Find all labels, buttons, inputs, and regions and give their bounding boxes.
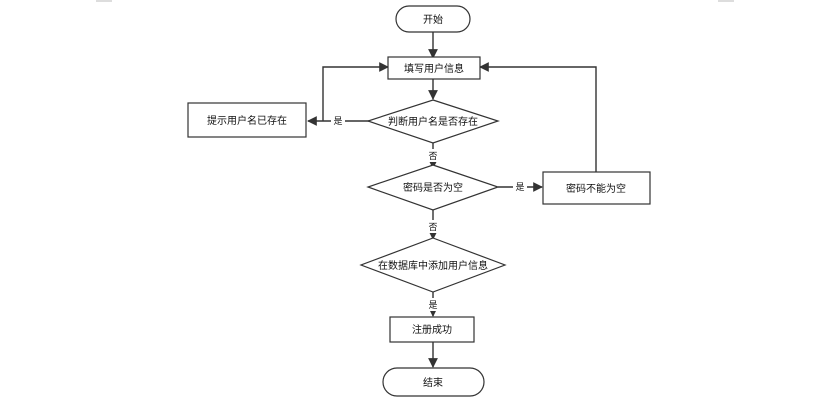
check-password-decision [366, 164, 500, 211]
end-terminal [382, 367, 485, 397]
edge-exists-back-to-fill [322, 62, 389, 121]
check-password-label: 密码是否为空 [403, 181, 463, 194]
username-exists-process [187, 102, 307, 138]
start-terminal [395, 5, 471, 33]
username-yes-label-bg [331, 114, 345, 127]
register-success-process [389, 316, 475, 343]
db-yes-label: 是 [428, 300, 437, 311]
fill-info-label: 填写用户信息 [404, 62, 464, 75]
end-label: 结束 [423, 376, 443, 389]
db-yes-label-bg [426, 298, 440, 311]
password-empty-process [542, 171, 651, 205]
username-exists-label: 提示用户名已存在 [207, 114, 287, 127]
username-yes-label: 是 [333, 116, 342, 127]
password-no-label-bg [426, 220, 440, 233]
username-no-label-bg [426, 149, 440, 162]
register-success-label: 注册成功 [412, 323, 452, 336]
password-yes-label: 是 [515, 182, 524, 193]
edge-password-empty-back-to-fill [479, 62, 597, 172]
add-to-db-label: 在数据库中添加用户信息 [378, 259, 488, 272]
username-no-label: 否 [428, 151, 437, 162]
password-yes-label-bg [513, 180, 527, 193]
start-label: 开始 [423, 13, 443, 26]
check-username-decision [366, 99, 500, 144]
check-username-label: 判断用户名是否存在 [388, 115, 478, 128]
password-empty-label: 密码不能为空 [566, 182, 626, 195]
add-to-db-decision [359, 237, 507, 293]
password-no-label: 否 [428, 222, 437, 233]
fill-info-process [387, 56, 481, 80]
